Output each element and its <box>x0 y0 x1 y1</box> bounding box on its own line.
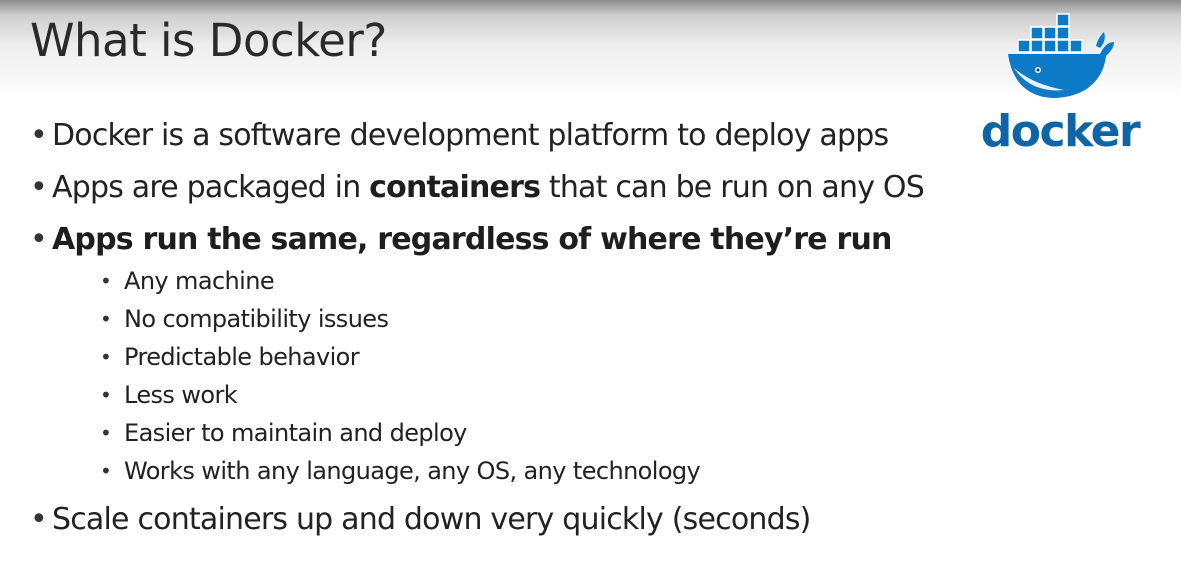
sub-bullet-list: Any machine No compatibility issues Pred… <box>52 262 960 490</box>
bullet-list: Docker is a software development platfor… <box>30 116 960 552</box>
bullet-containers-pre: Apps are packaged in <box>52 170 370 205</box>
sub-bullet-any-language: Works with any language, any OS, any tec… <box>100 452 960 490</box>
bullet-scale-text: Scale containers up and down very quickl… <box>52 502 811 537</box>
bullet-scale: Scale containers up and down very quickl… <box>30 500 960 540</box>
docker-whale-icon <box>1008 13 1114 98</box>
sub-bullet-less-work: Less work <box>100 376 960 414</box>
bullet-portability: Apps run the same, regardless of where t… <box>30 220 960 490</box>
bullet-containers: Apps are packaged in containers that can… <box>30 168 960 208</box>
docker-logo: docker <box>976 10 1144 160</box>
sub-bullet-maintain: Easier to maintain and deploy <box>100 414 960 452</box>
bullet-platform: Docker is a software development platfor… <box>30 116 960 156</box>
bullet-containers-emphasis: containers <box>369 170 541 205</box>
title-band <box>0 0 1181 100</box>
bullet-platform-text: Docker is a software development platfor… <box>52 118 889 153</box>
bullet-portability-text: Apps run the same, regardless of where t… <box>52 222 892 257</box>
slide-title: What is Docker? <box>30 14 387 67</box>
bullet-containers-post: that can be run on any OS <box>540 170 925 205</box>
sub-bullet-predictable: Predictable behavior <box>100 338 960 376</box>
sub-bullet-compatibility: No compatibility issues <box>100 300 960 338</box>
docker-wordmark: docker <box>980 106 1141 157</box>
sub-bullet-any-machine: Any machine <box>100 262 960 300</box>
